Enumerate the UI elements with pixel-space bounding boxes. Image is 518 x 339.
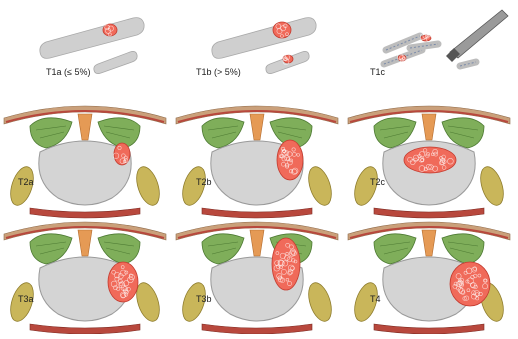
levator-right	[476, 164, 507, 208]
label-t2a: T2a	[18, 177, 34, 187]
rectal-wall	[202, 324, 312, 334]
urethra	[250, 114, 264, 140]
tumor-t2c	[404, 147, 456, 173]
label-t2b: T2b	[196, 177, 212, 187]
tissue-chip-short	[94, 51, 137, 73]
tumor-focus	[103, 24, 117, 36]
label-t2c: T2c	[370, 177, 385, 187]
label-t4: T4	[370, 294, 381, 304]
rectal-wall	[30, 324, 140, 334]
label-t1b: T1b (> 5%)	[196, 67, 241, 77]
urethra	[78, 114, 92, 140]
rectal-wall	[374, 208, 484, 218]
label-t1c: T1c	[370, 67, 385, 77]
levator-right	[304, 280, 335, 324]
panel-t3a	[4, 222, 166, 334]
label-t3b: T3b	[196, 294, 212, 304]
tumor-t4	[450, 262, 490, 306]
panel-t1a	[40, 18, 144, 74]
tumor-t2b	[277, 140, 303, 180]
rectal-wall	[30, 208, 140, 218]
urethra	[250, 230, 264, 256]
panel-t3b	[176, 222, 338, 334]
biopsy-needle	[450, 10, 508, 58]
tumor-t3a	[108, 262, 138, 302]
panel-t2c	[348, 106, 510, 218]
levator-right	[304, 164, 335, 208]
rectal-wall	[374, 324, 484, 334]
panel-t4	[348, 222, 510, 334]
levator-right	[132, 164, 163, 208]
panel-t2a	[4, 106, 166, 218]
panel-t2b	[176, 106, 338, 218]
tumor-focus	[273, 22, 291, 38]
panel-t1c	[384, 10, 508, 66]
label-t1a: T1a (≤ 5%)	[46, 67, 90, 77]
label-t3a: T3a	[18, 294, 34, 304]
urethra	[422, 114, 436, 140]
urethra	[78, 230, 92, 256]
urethra	[422, 230, 436, 256]
panel-t1b	[212, 18, 316, 74]
rectal-wall	[202, 208, 312, 218]
tumor-t3b	[272, 238, 300, 290]
